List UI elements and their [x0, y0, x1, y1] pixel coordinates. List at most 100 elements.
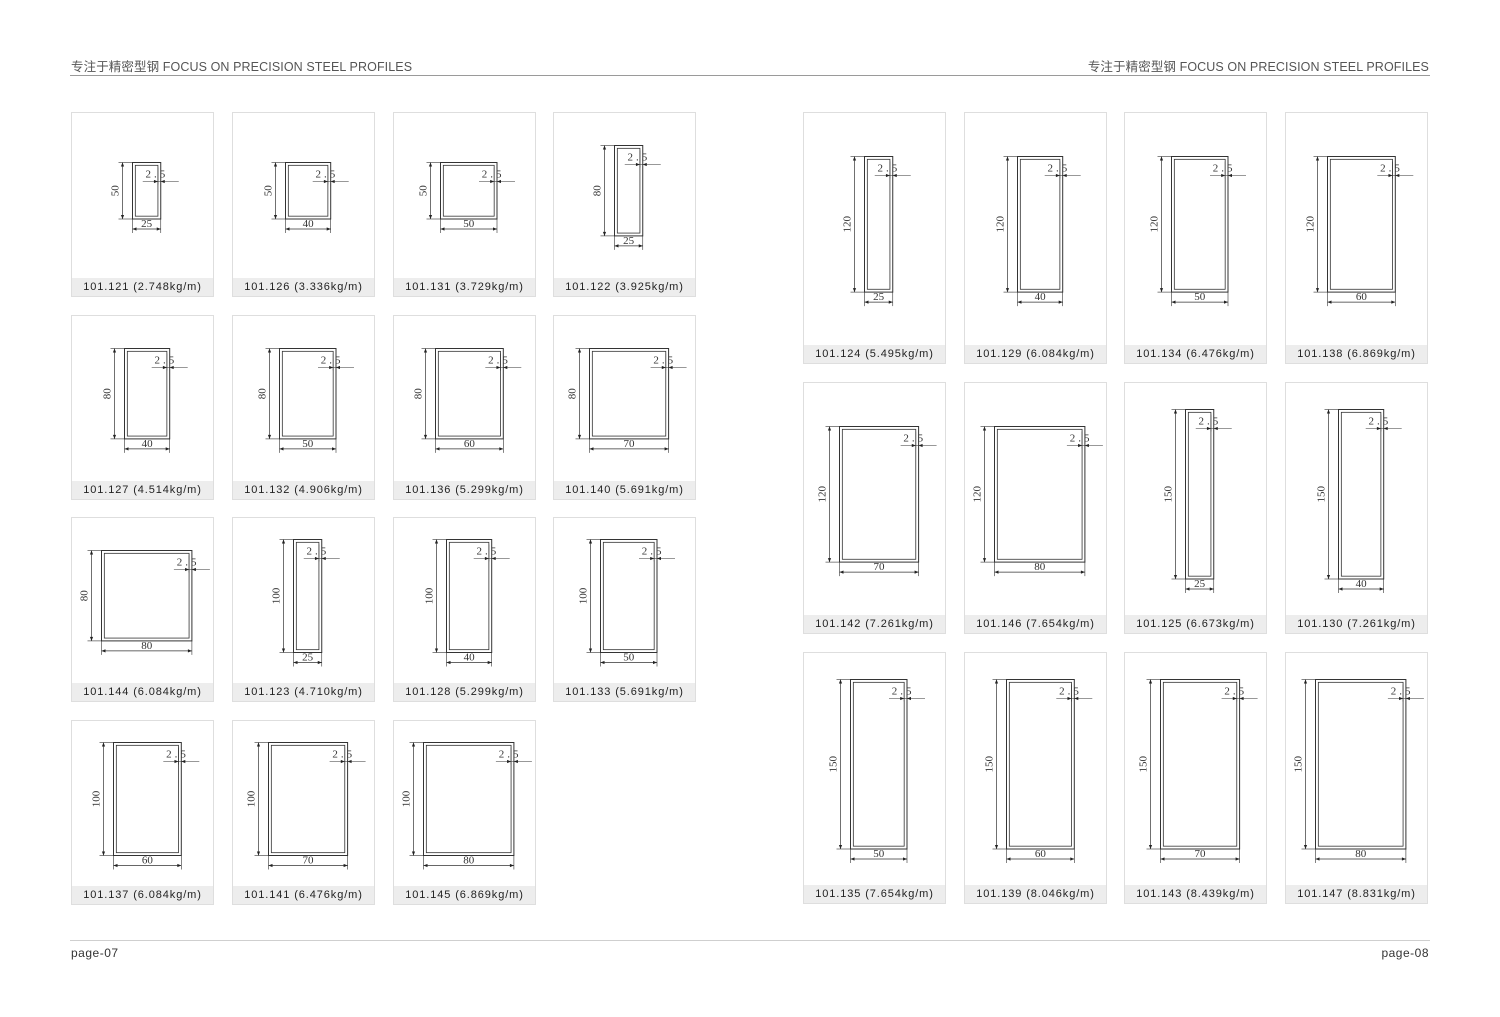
- dimension-arrowhead: [588, 648, 593, 653]
- dimension-arrowhead: [496, 365, 501, 370]
- height-value: 150: [828, 756, 840, 773]
- dimension-arrowhead: [1224, 300, 1228, 304]
- dimension-arrowhead: [1005, 288, 1010, 293]
- profile-inner-contour: [270, 744, 346, 854]
- height-value: 100: [91, 790, 103, 807]
- thickness-value: 2.5: [653, 355, 676, 367]
- dimension-arrowhead: [661, 365, 666, 370]
- thickness-value: 2.5: [146, 169, 169, 181]
- thickness-value: 2.5: [499, 749, 522, 761]
- dimension-arrowhead: [1160, 857, 1165, 861]
- profile-outer-contour: [589, 348, 670, 440]
- dimension-arrowhead: [267, 348, 272, 353]
- profile-caption: 101.136 (5.299kg/m): [394, 481, 535, 499]
- width-value: 25: [1194, 578, 1206, 590]
- dimension-arrowhead: [827, 558, 832, 563]
- dimension-arrowhead: [281, 648, 286, 653]
- profile-caption: 101.124 (5.495kg/m): [804, 345, 945, 363]
- thickness-value: 2.5: [177, 557, 200, 569]
- height-value: 100: [424, 587, 436, 604]
- height-value: 120: [1305, 216, 1317, 233]
- dimension-arrowhead: [177, 863, 182, 868]
- height-value: 150: [1138, 756, 1150, 773]
- dimension-arrowhead: [642, 162, 647, 167]
- dimension-arrowhead: [1399, 696, 1404, 701]
- dimension-arrowhead: [852, 288, 857, 293]
- profile-outer-contour: [285, 162, 332, 220]
- dimension-arrowhead: [330, 179, 335, 184]
- profile-outer-contour: [1160, 679, 1241, 850]
- dimension-arrowhead: [507, 759, 512, 764]
- thickness-value: 2.5: [1199, 416, 1222, 428]
- dimension-arrowhead: [1055, 173, 1060, 178]
- dimension-arrowhead: [907, 696, 911, 701]
- dimension-arrowhead: [638, 244, 643, 248]
- dimension-arrowhead: [156, 227, 161, 231]
- profile-inner-contour: [437, 350, 501, 437]
- profile-caption: 101.135 (7.654kg/m): [804, 885, 945, 903]
- dimension-arrowhead: [1228, 173, 1232, 178]
- width-value: 25: [623, 235, 635, 247]
- dimension-arrowhead: [1239, 696, 1244, 701]
- profile-caption: 101.144 (6.084kg/m): [72, 683, 213, 701]
- dimension-arrowhead: [181, 759, 186, 764]
- right-page-number: page-08: [1381, 946, 1429, 960]
- dimension-arrowhead: [1080, 570, 1085, 574]
- profile-outer-contour: [440, 162, 498, 220]
- dimension-arrowhead: [185, 567, 190, 572]
- width-value: 70: [624, 438, 636, 450]
- dimension-arrowhead: [317, 660, 322, 665]
- dimension-arrowhead: [493, 227, 497, 231]
- profile-caption: 101.143 (8.439kg/m): [1125, 885, 1266, 903]
- thickness-value: 2.5: [155, 355, 178, 367]
- width-value: 50: [1194, 291, 1206, 303]
- dimension-arrowhead: [423, 434, 428, 439]
- profile-outer-contour: [293, 539, 323, 653]
- dimension-arrowhead: [1391, 300, 1396, 304]
- thickness-value: 2.5: [166, 749, 189, 761]
- dimension-arrowhead: [332, 447, 336, 451]
- dimension-arrowhead: [293, 660, 298, 665]
- width-value: 40: [303, 218, 315, 230]
- dimension-arrowhead: [911, 443, 916, 448]
- dimension-arrowhead: [89, 550, 94, 555]
- dimension-arrowhead: [132, 227, 137, 231]
- profile-outer-contour: [279, 348, 337, 440]
- dimension-arrowhead: [602, 145, 607, 150]
- dimension-arrowhead: [892, 173, 897, 178]
- dimension-arrowhead: [440, 227, 445, 231]
- height-value: 120: [972, 486, 984, 503]
- dimension-arrowhead: [329, 365, 334, 370]
- profile-outer-contour: [1006, 679, 1075, 850]
- dimension-arrowhead: [273, 162, 278, 167]
- profile-caption: 101.132 (4.906kg/m): [233, 481, 374, 499]
- dimension-arrowhead: [101, 742, 106, 747]
- thickness-value: 2.5: [482, 169, 505, 181]
- profile-inner-contour: [425, 744, 512, 854]
- dimension-arrowhead: [1395, 173, 1400, 178]
- dimension-arrowhead: [1213, 426, 1218, 431]
- profile-outer-contour: [850, 679, 908, 850]
- profile-inner-contour: [115, 744, 179, 854]
- height-value: 100: [401, 790, 413, 807]
- height-value: 100: [271, 587, 283, 604]
- dimension-arrowhead: [1171, 300, 1176, 304]
- dimension-arrowhead: [256, 851, 261, 856]
- thickness-value: 2.5: [307, 546, 330, 558]
- dimension-arrowhead: [273, 215, 278, 219]
- dimension-arrowhead: [982, 558, 987, 563]
